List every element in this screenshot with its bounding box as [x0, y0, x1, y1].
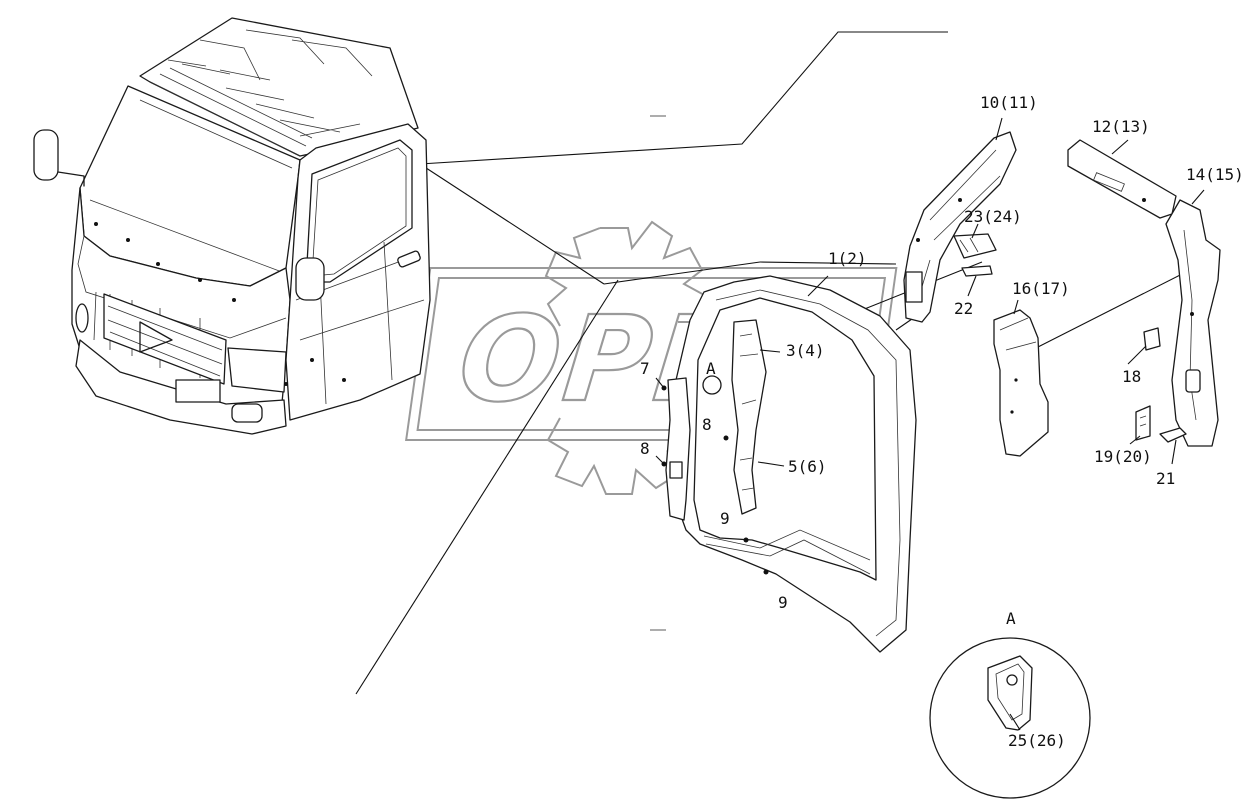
headlamp [227, 347, 287, 393]
bracket-8 [669, 461, 683, 479]
label-14-15: 14(15) [1186, 165, 1244, 184]
label-12-13: 12(13) [1092, 117, 1150, 136]
side-mirror-left [33, 129, 59, 181]
detail-a-view [929, 637, 1091, 799]
side-panel-1 [661, 275, 917, 653]
part-12-roof-rail [1067, 139, 1177, 219]
license-plate-area [175, 379, 221, 403]
part-18-cover [1143, 327, 1161, 351]
label-22: 22 [954, 299, 973, 318]
label-23-24: 23(24) [964, 207, 1022, 226]
label-9-upper: 9 [720, 509, 730, 528]
fog-lamp-left [75, 303, 89, 333]
part-19-latch [1135, 405, 1151, 441]
label-3-4: 3(4) [786, 341, 825, 360]
label-1-2: 1(2) [828, 249, 867, 268]
label-5-6: 5(6) [788, 457, 827, 476]
door-opening [693, 297, 877, 581]
label-8-upper: 8 [702, 415, 712, 434]
part-labels: 1(2) 3(4) 5(6) 7 8 8 9 9 10(11) 12(13) 1… [640, 93, 1244, 750]
truck-cab-assembly [33, 17, 431, 435]
label-leaders [655, 117, 1205, 731]
label-mark-a: A [706, 359, 716, 378]
cab-fasteners [94, 222, 346, 386]
label-25-26: 25(26) [1008, 731, 1066, 750]
label-10-11: 10(11) [980, 93, 1038, 112]
label-8-lower: 8 [640, 439, 650, 458]
label-detail-a: A [1006, 609, 1016, 628]
part-25-bracket [987, 655, 1033, 731]
part-10-front-pillar [903, 131, 1017, 323]
part-14-rear-pillar [1165, 199, 1221, 447]
detail-a-mark [702, 375, 722, 395]
part-21-plate [1159, 427, 1187, 443]
fog-lamp-right [231, 403, 263, 423]
b-pillar-3 [731, 319, 767, 515]
part-23-bracket [953, 233, 997, 259]
front-pillar-7 [665, 377, 691, 521]
label-16-17: 16(17) [1012, 279, 1070, 298]
door-handle [397, 250, 421, 268]
part-16-panel [993, 309, 1049, 457]
side-mirror-right [295, 257, 325, 301]
label-19-20: 19(20) [1094, 447, 1152, 466]
label-21: 21 [1156, 469, 1175, 488]
label-18: 18 [1122, 367, 1141, 386]
part-22-clip [961, 265, 993, 277]
label-7: 7 [640, 359, 650, 378]
label-9-lower: 9 [778, 593, 788, 612]
